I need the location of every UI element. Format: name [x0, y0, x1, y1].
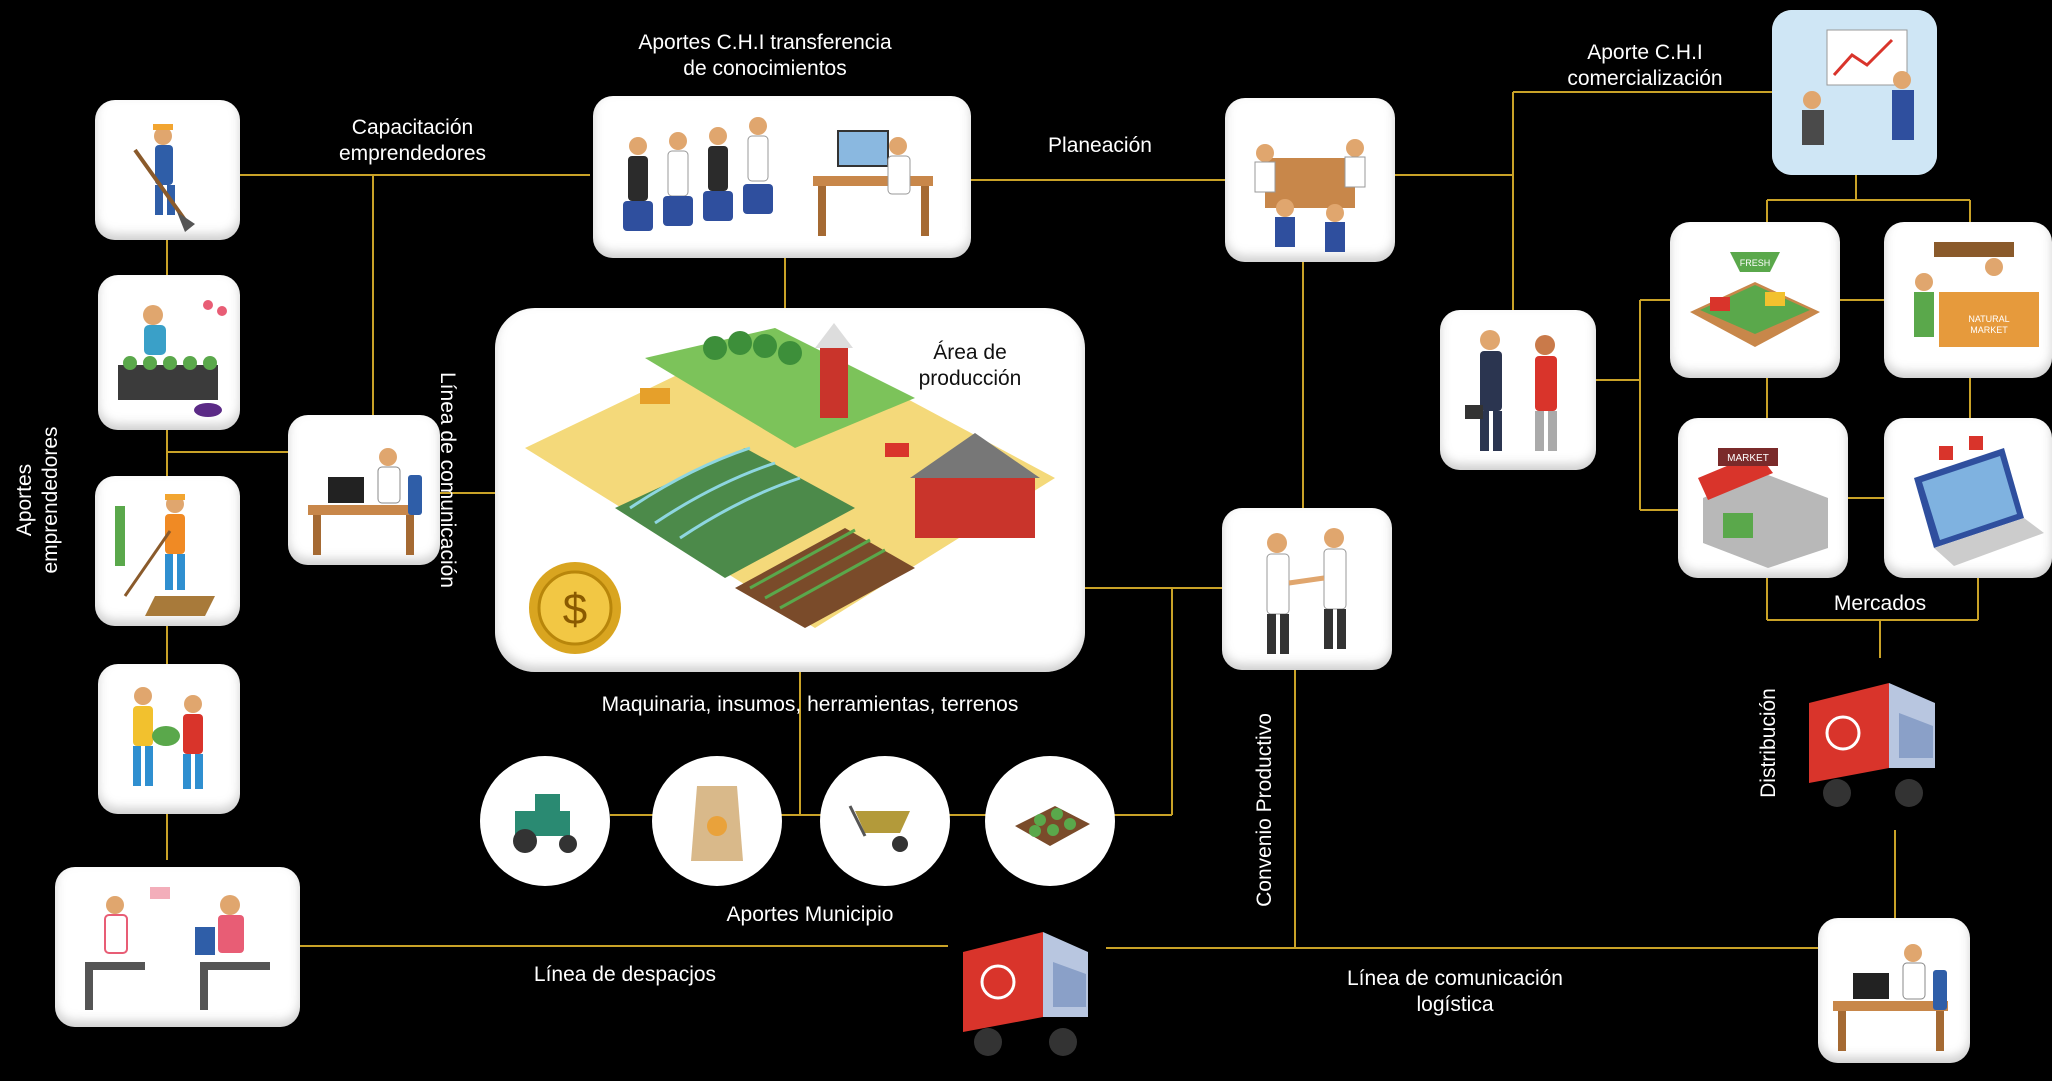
production-area-card — [495, 308, 1085, 672]
aportes-emprendedores-text: Aportes emprendedores — [13, 426, 63, 574]
wheelbarrow-circle — [820, 756, 950, 886]
planeacion-label: Planeación — [1020, 133, 1180, 159]
logistics-desk-icon — [1833, 944, 1948, 1051]
produce-stand-icon: FRESH — [1690, 252, 1820, 347]
aportes-chi-transferencia-label: Aportes C.H.I transferencia de conocimie… — [600, 30, 930, 83]
planning-meeting-icon — [1254, 139, 1366, 252]
handshake-icon — [1266, 528, 1347, 654]
aportes-emprendedores-label: Aportes emprendedores — [12, 415, 65, 585]
seed-bag-icon — [691, 786, 743, 861]
market-store-card: MARKET — [1678, 418, 1848, 578]
presentation-card — [1772, 10, 1937, 175]
market-sign: MARKET — [1727, 453, 1769, 464]
coin-icon: $ — [525, 558, 625, 658]
office-workers-icon — [85, 887, 270, 1010]
maquinaria-text: Maquinaria, insumos, herramientas, terre… — [601, 693, 1019, 716]
seed-bag-circle — [652, 756, 782, 886]
linea-despacjos-text: Línea de despacjos — [533, 963, 717, 986]
distribucion-text: Distribución — [1757, 688, 1780, 798]
truck-icon — [948, 922, 1106, 1080]
laptop-store-icon — [1914, 436, 2044, 566]
distribution-truck-icon — [1809, 683, 1935, 807]
farm-icon — [525, 323, 1055, 628]
maquinaria-label: Maquinaria, insumos, herramientas, terre… — [560, 692, 1060, 718]
linea-comunicacion-logistica-label: Línea de comunicación logística — [1300, 966, 1610, 1019]
gardener-icon — [118, 300, 227, 417]
desk-worker-card — [288, 415, 440, 565]
worker-shovel-icon — [133, 124, 195, 232]
distribution-truck-card — [1797, 668, 1952, 830]
two-farmers-card — [98, 664, 240, 814]
tractor-icon — [513, 794, 577, 853]
presentation-icon — [1772, 10, 1937, 175]
online-store-card — [1884, 418, 2052, 578]
mercados-label: Mercados — [1800, 591, 1960, 617]
mercados-text: Mercados — [1833, 592, 1927, 615]
convenio-productivo-label: Convenio Productivo — [1252, 700, 1278, 920]
distribucion-label: Distribución — [1756, 678, 1782, 808]
area-produccion-text: Área de producción — [918, 341, 1022, 391]
area-produccion-label: Área de producción — [875, 340, 1065, 393]
office-workers-card — [55, 867, 300, 1027]
planeacion-text: Planeación — [1048, 134, 1152, 157]
dispatch-truck-card — [948, 922, 1106, 1080]
training-room-card — [593, 96, 971, 258]
logistics-desk-card — [1818, 918, 1970, 1063]
aportes-chi-transferencia-text: Aportes C.H.I transferencia de conocimie… — [638, 31, 892, 81]
business-handshake-icon — [1465, 330, 1557, 451]
linea-comunicacion-label: Línea de comunicación — [434, 355, 460, 605]
training-room-icon — [623, 117, 933, 236]
agreement-handshake-card — [1222, 508, 1392, 670]
fresh-sign: FRESH — [1740, 258, 1771, 268]
seedling-tray-circle — [985, 756, 1115, 886]
tractor-circle — [480, 756, 610, 886]
farmer-hoe-icon — [115, 494, 215, 616]
seedling-tray-icon — [1015, 806, 1090, 846]
planning-meeting-card — [1225, 98, 1395, 262]
aportes-municipio-label: Aportes Municipio — [650, 902, 970, 928]
aporte-chi-comercializacion-label: Aporte C.H.I comercialización — [1540, 40, 1750, 93]
aporte-chi-comercializacion-text: Aporte C.H.I comercialización — [1567, 41, 1723, 91]
wheelbarrow-icon — [848, 805, 910, 852]
linea-comunicacion-logistica-text: Línea de comunicación logística — [1347, 967, 1563, 1017]
dollar-sign: $ — [563, 585, 587, 634]
worker-shovel-card — [95, 100, 240, 240]
desk-worker-icon — [308, 448, 422, 555]
farmer-hoe-card — [95, 476, 240, 626]
produce-stand-card: FRESH — [1670, 222, 1840, 378]
two-farmers-icon — [133, 687, 203, 789]
aportes-municipio-text: Aportes Municipio — [726, 903, 894, 926]
linea-comunicacion-text: Línea de comunicación — [436, 372, 459, 588]
linea-despacjos-label: Línea de despacjos — [480, 962, 770, 988]
gardener-card — [98, 275, 240, 430]
capacitacion-text: Capacitación emprendedores — [338, 116, 487, 166]
market-store-icon: MARKET — [1698, 448, 1828, 568]
business-handshake-card — [1440, 310, 1596, 470]
convenio-productivo-text: Convenio Productivo — [1253, 713, 1276, 907]
capacitacion-label: Capacitación emprendedores — [310, 115, 515, 168]
